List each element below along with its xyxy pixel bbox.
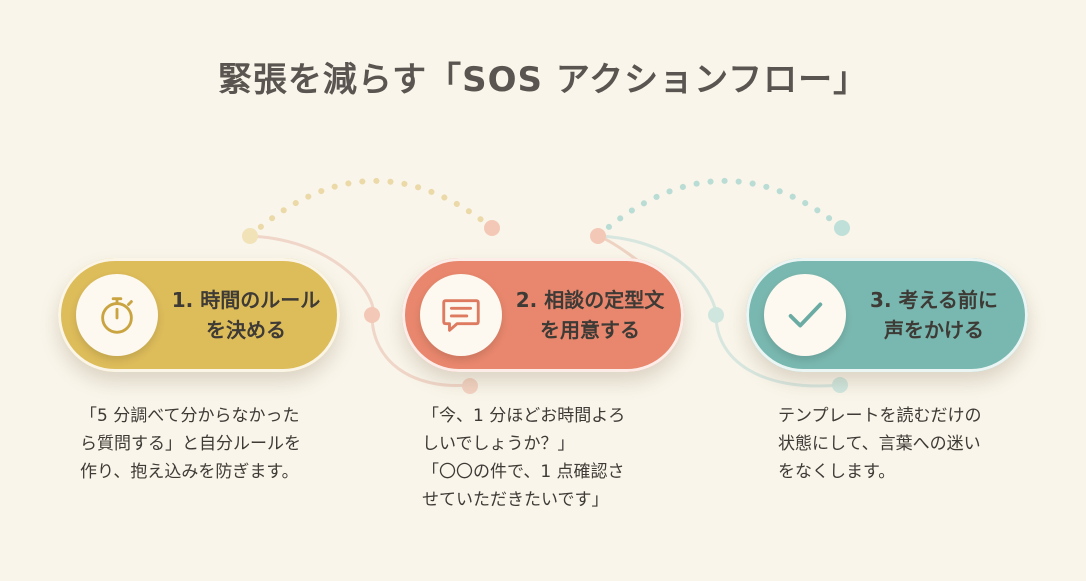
description-line: をなくします。 — [778, 462, 896, 482]
step-3-icon-circle — [764, 274, 846, 356]
dot-2d — [832, 377, 848, 393]
page-title: 緊張を減らす「SOS アクションフロー」 — [217, 60, 869, 100]
step-3-label-line: 3. 考える前に — [870, 288, 998, 312]
description-line: 「〇〇の件で、1 点確認さ — [422, 462, 625, 482]
stopwatch-icon — [101, 297, 133, 334]
step-2-icon-circle — [420, 274, 502, 356]
step-2-description: 「今、1 分ほどお時間よろ しいでしょうか？」 「〇〇の件で、1 点確認さ せて… — [422, 402, 625, 514]
step-2-label: 2. 相談の定型文 を用意する — [510, 258, 670, 372]
dot-2a — [590, 228, 606, 244]
step-1-label: 1. 時間のルール を決める — [166, 258, 326, 372]
dot-1d — [462, 378, 478, 394]
step-1-label-line: 1. 時間のルール — [171, 288, 321, 312]
step-3-label-line: 声をかける — [884, 318, 984, 342]
description-line: しいでしょうか？」 — [422, 434, 575, 454]
dot-2c — [708, 307, 724, 323]
description-line: せていただきたいです」 — [422, 490, 609, 510]
dot-1a — [242, 228, 258, 244]
description-line: 「5 分調べて分からなかった — [80, 406, 300, 426]
dot-2b — [834, 220, 850, 236]
check-icon — [788, 302, 823, 328]
step-1-label-line: を決める — [206, 318, 286, 342]
step-3-label: 3. 考える前に 声をかける — [854, 258, 1014, 372]
step-2-pill: 2. 相談の定型文 を用意する — [402, 258, 684, 372]
dotted-arc-1 — [247, 178, 495, 239]
step-3-description: テンプレートを読むだけの 状態にして、言葉への迷い をなくします。 — [778, 402, 982, 486]
message-icon — [442, 299, 480, 332]
step-1-pill: 1. 時間のルール を決める — [58, 258, 340, 372]
description-line: ら質問する」と自分ルールを — [80, 434, 301, 454]
description-line: テンプレートを読むだけの — [778, 406, 982, 426]
dot-1b — [484, 220, 500, 236]
description-line: 「今、1 分ほどお時間よろ — [422, 406, 626, 426]
step-3-pill: 3. 考える前に 声をかける — [746, 258, 1028, 372]
step-1-icon-circle — [76, 274, 158, 356]
dotted-arc-2 — [595, 178, 845, 239]
description-line: 作り、抱え込みを防ぎます。 — [80, 462, 299, 482]
step-1-description: 「5 分調べて分からなかった ら質問する」と自分ルールを 作り、抱え込みを防ぎま… — [80, 402, 301, 486]
description-line: 状態にして、言葉への迷い — [778, 434, 981, 454]
dot-1c — [364, 307, 380, 323]
step-2-label-line: 2. 相談の定型文 — [515, 288, 665, 312]
step-2-label-line: を用意する — [540, 318, 640, 342]
